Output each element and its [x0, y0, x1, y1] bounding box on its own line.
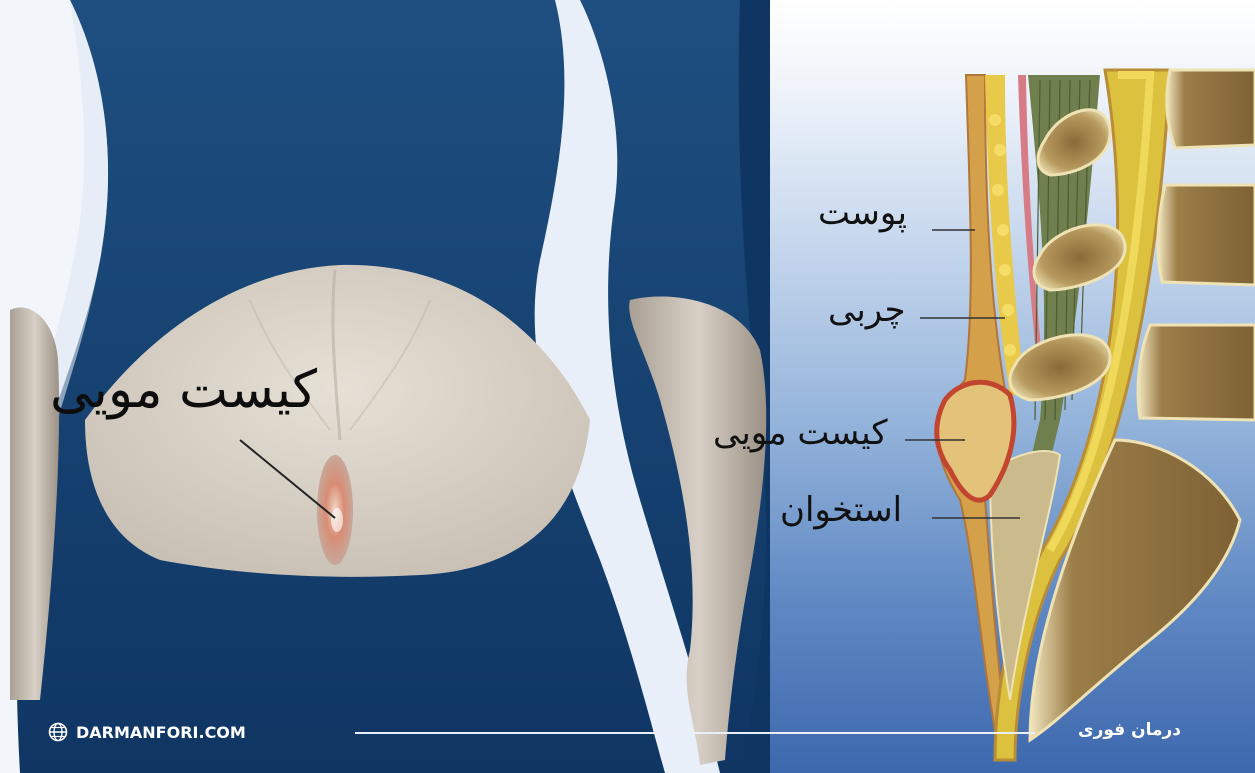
brand-name: درمان فوری [1078, 720, 1181, 740]
vertebra-1 [1167, 70, 1255, 148]
bone-label: استخوان [780, 490, 902, 530]
footer-divider [355, 732, 1035, 734]
main-cyst-label: کیست مویی [50, 360, 317, 420]
website-text: DARMANFORI.COM [76, 723, 246, 742]
vertebra-3 [1138, 325, 1255, 420]
website-credit: DARMANFORI.COM [48, 722, 246, 742]
globe-icon [48, 722, 68, 742]
cyst-label: کیست مویی [713, 413, 888, 453]
skin-label: پوست [818, 193, 907, 233]
vertebra-2 [1158, 185, 1255, 285]
fat-label: چربی [828, 290, 906, 330]
